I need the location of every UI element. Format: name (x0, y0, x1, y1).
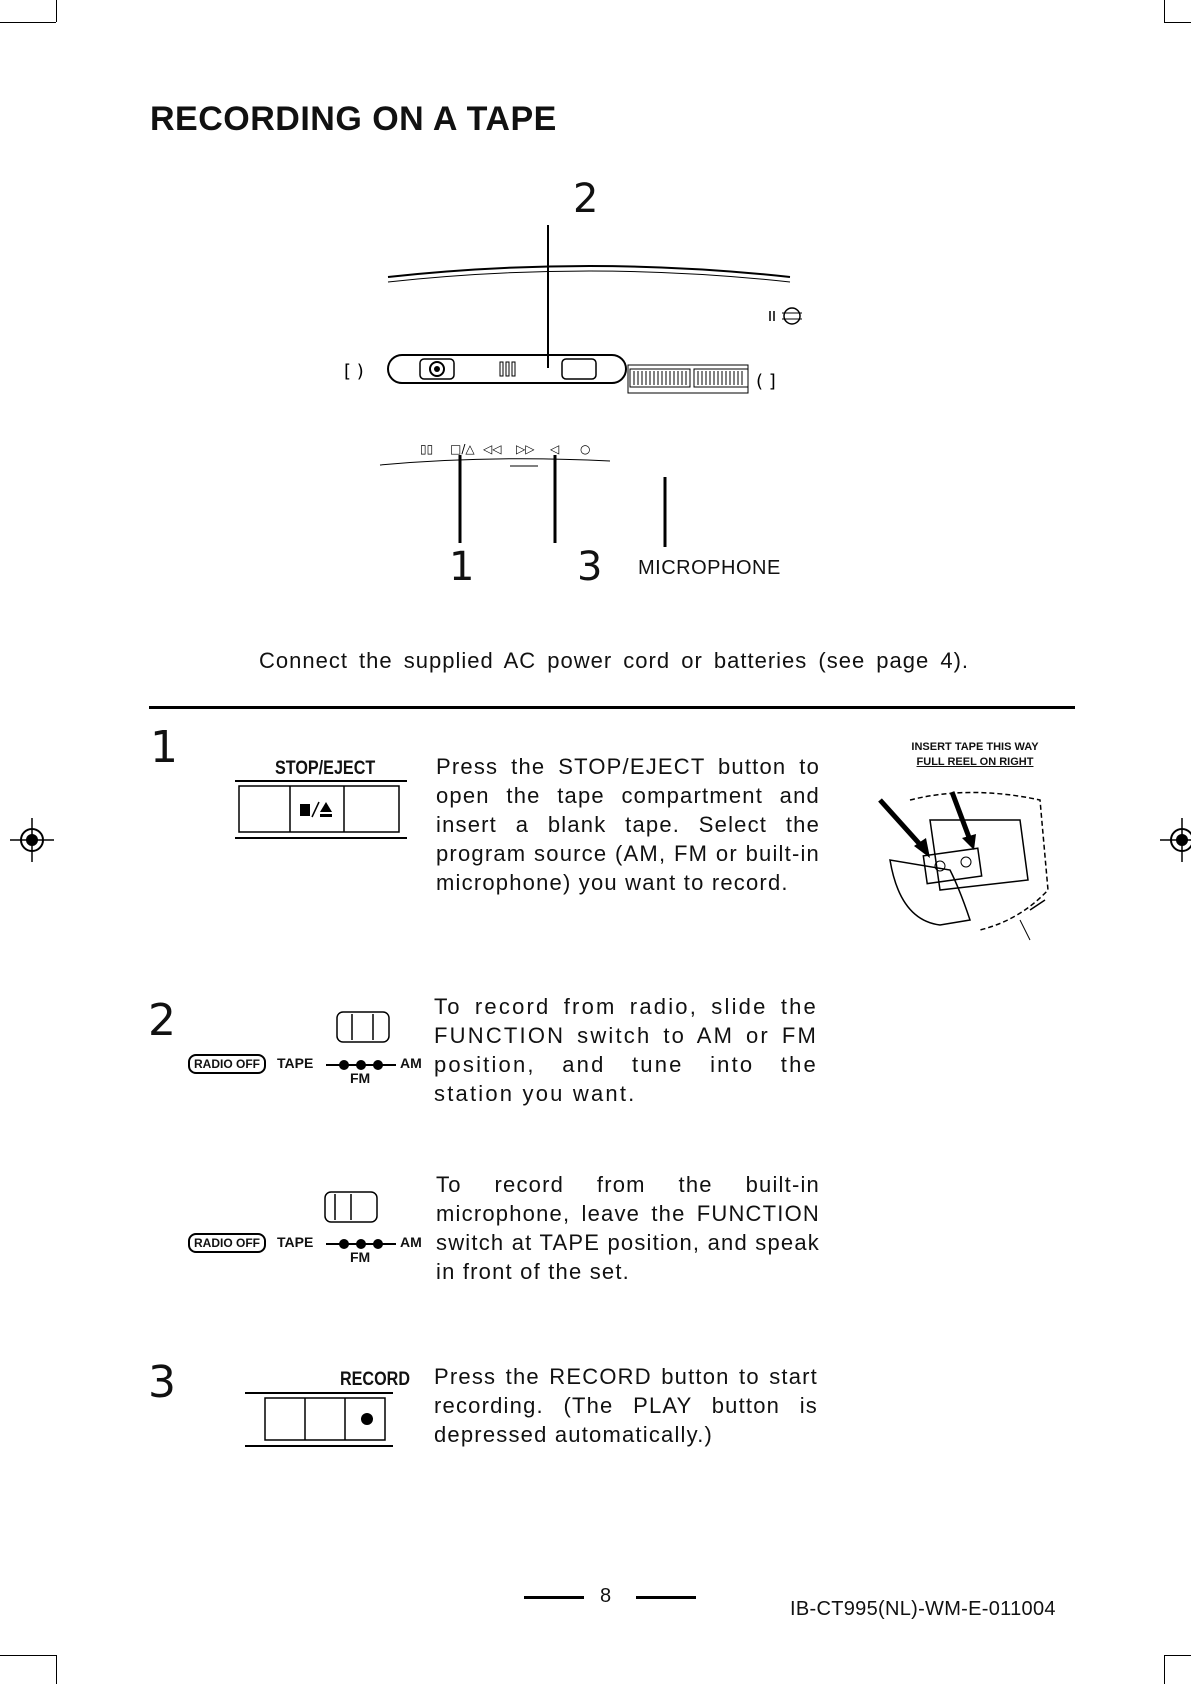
crop-mark-top-right-h (1164, 22, 1191, 23)
svg-text:( ]: ( ] (756, 371, 776, 392)
section-divider (149, 706, 1075, 709)
callout-3: 3 (577, 544, 603, 590)
svg-text:▷▷: ▷▷ (516, 442, 535, 456)
am-label-b: AM (400, 1234, 422, 1250)
callout-1: 1 (449, 544, 475, 590)
insert-tape-note-line1: INSERT TAPE THIS WAY (911, 741, 1039, 753)
registration-mark-left (10, 818, 54, 862)
page-number-rule-right (636, 1596, 696, 1599)
fm-label-a: FM (350, 1070, 371, 1086)
record-label: RECORD (340, 1369, 410, 1390)
crop-mark-top-left-v (56, 0, 57, 22)
fm-label-b: FM (350, 1249, 371, 1265)
crop-mark-top-left-h (0, 22, 56, 23)
handle-icon (769, 307, 802, 325)
document-id: IB-CT995(NL)-WM-E-011004 (790, 1598, 1056, 1620)
page-number-rule-left (524, 1596, 584, 1599)
step-2-number: 2 (148, 995, 176, 1046)
step-1-text: Press the STOP/EJECT button to open the … (436, 754, 820, 895)
switch-positions-b (326, 1239, 396, 1249)
microphone-label: MICROPHONE (638, 557, 781, 579)
svg-text:□/△: □/△ (450, 442, 475, 456)
step-2-radio-text: To record from radio, slide the FUNCTION… (434, 994, 818, 1106)
stop-eject-label: STOP/EJECT (275, 758, 376, 779)
svg-text:◁: ◁ (549, 442, 559, 456)
am-label-a: AM (400, 1055, 422, 1071)
crop-mark-bottom-right-v (1164, 1655, 1165, 1684)
step-3-number: 3 (148, 1357, 176, 1408)
page-number: 8 (600, 1585, 612, 1607)
crop-mark-bottom-left-h (0, 1655, 56, 1656)
switch-positions-a (326, 1060, 396, 1070)
insert-tape-note-line2: FULL REEL ON RIGHT (916, 756, 1034, 768)
intro-text: Connect the supplied AC power cord or ba… (259, 648, 970, 673)
function-switch-diagram-mic (324, 1191, 378, 1223)
crop-mark-bottom-right-h (1164, 1655, 1191, 1656)
radio-off-label-b: RADIO OFF (188, 1233, 266, 1253)
crop-mark-top-right-v (1164, 0, 1165, 22)
device-top-diagram: [ ) ( ] ▯▯ □/△ ◁◁ ▷▷ ◁ ○ (344, 225, 802, 547)
radio-off-label-a: RADIO OFF (188, 1054, 266, 1074)
svg-text:[ ): [ ) (344, 361, 364, 382)
step-1-number: 1 (150, 722, 178, 773)
tape-label-a: TAPE (277, 1055, 314, 1071)
record-button-diagram (245, 1392, 393, 1447)
page-title: RECORDING ON A TAPE (150, 100, 557, 138)
svg-text:▯▯: ▯▯ (420, 442, 433, 456)
step-3-text: Press the RECORD button to start recordi… (434, 1364, 818, 1447)
tape-insertion-illustration (878, 791, 1049, 941)
tape-label-b: TAPE (277, 1234, 314, 1250)
svg-text:◁◁: ◁◁ (482, 442, 501, 456)
crop-mark-bottom-left-v (56, 1655, 57, 1684)
registration-mark-right (1160, 818, 1191, 862)
svg-text:○: ○ (580, 442, 590, 456)
stop-eject-button-diagram (235, 780, 407, 839)
callout-2: 2 (573, 176, 599, 222)
function-switch-diagram-radio (336, 1011, 390, 1043)
step-2-mic-text: To record from the built-in microphone, … (436, 1172, 820, 1284)
insert-tape-note: INSERT TAPE THIS WAY FULL REEL ON RIGHT (890, 740, 1060, 770)
